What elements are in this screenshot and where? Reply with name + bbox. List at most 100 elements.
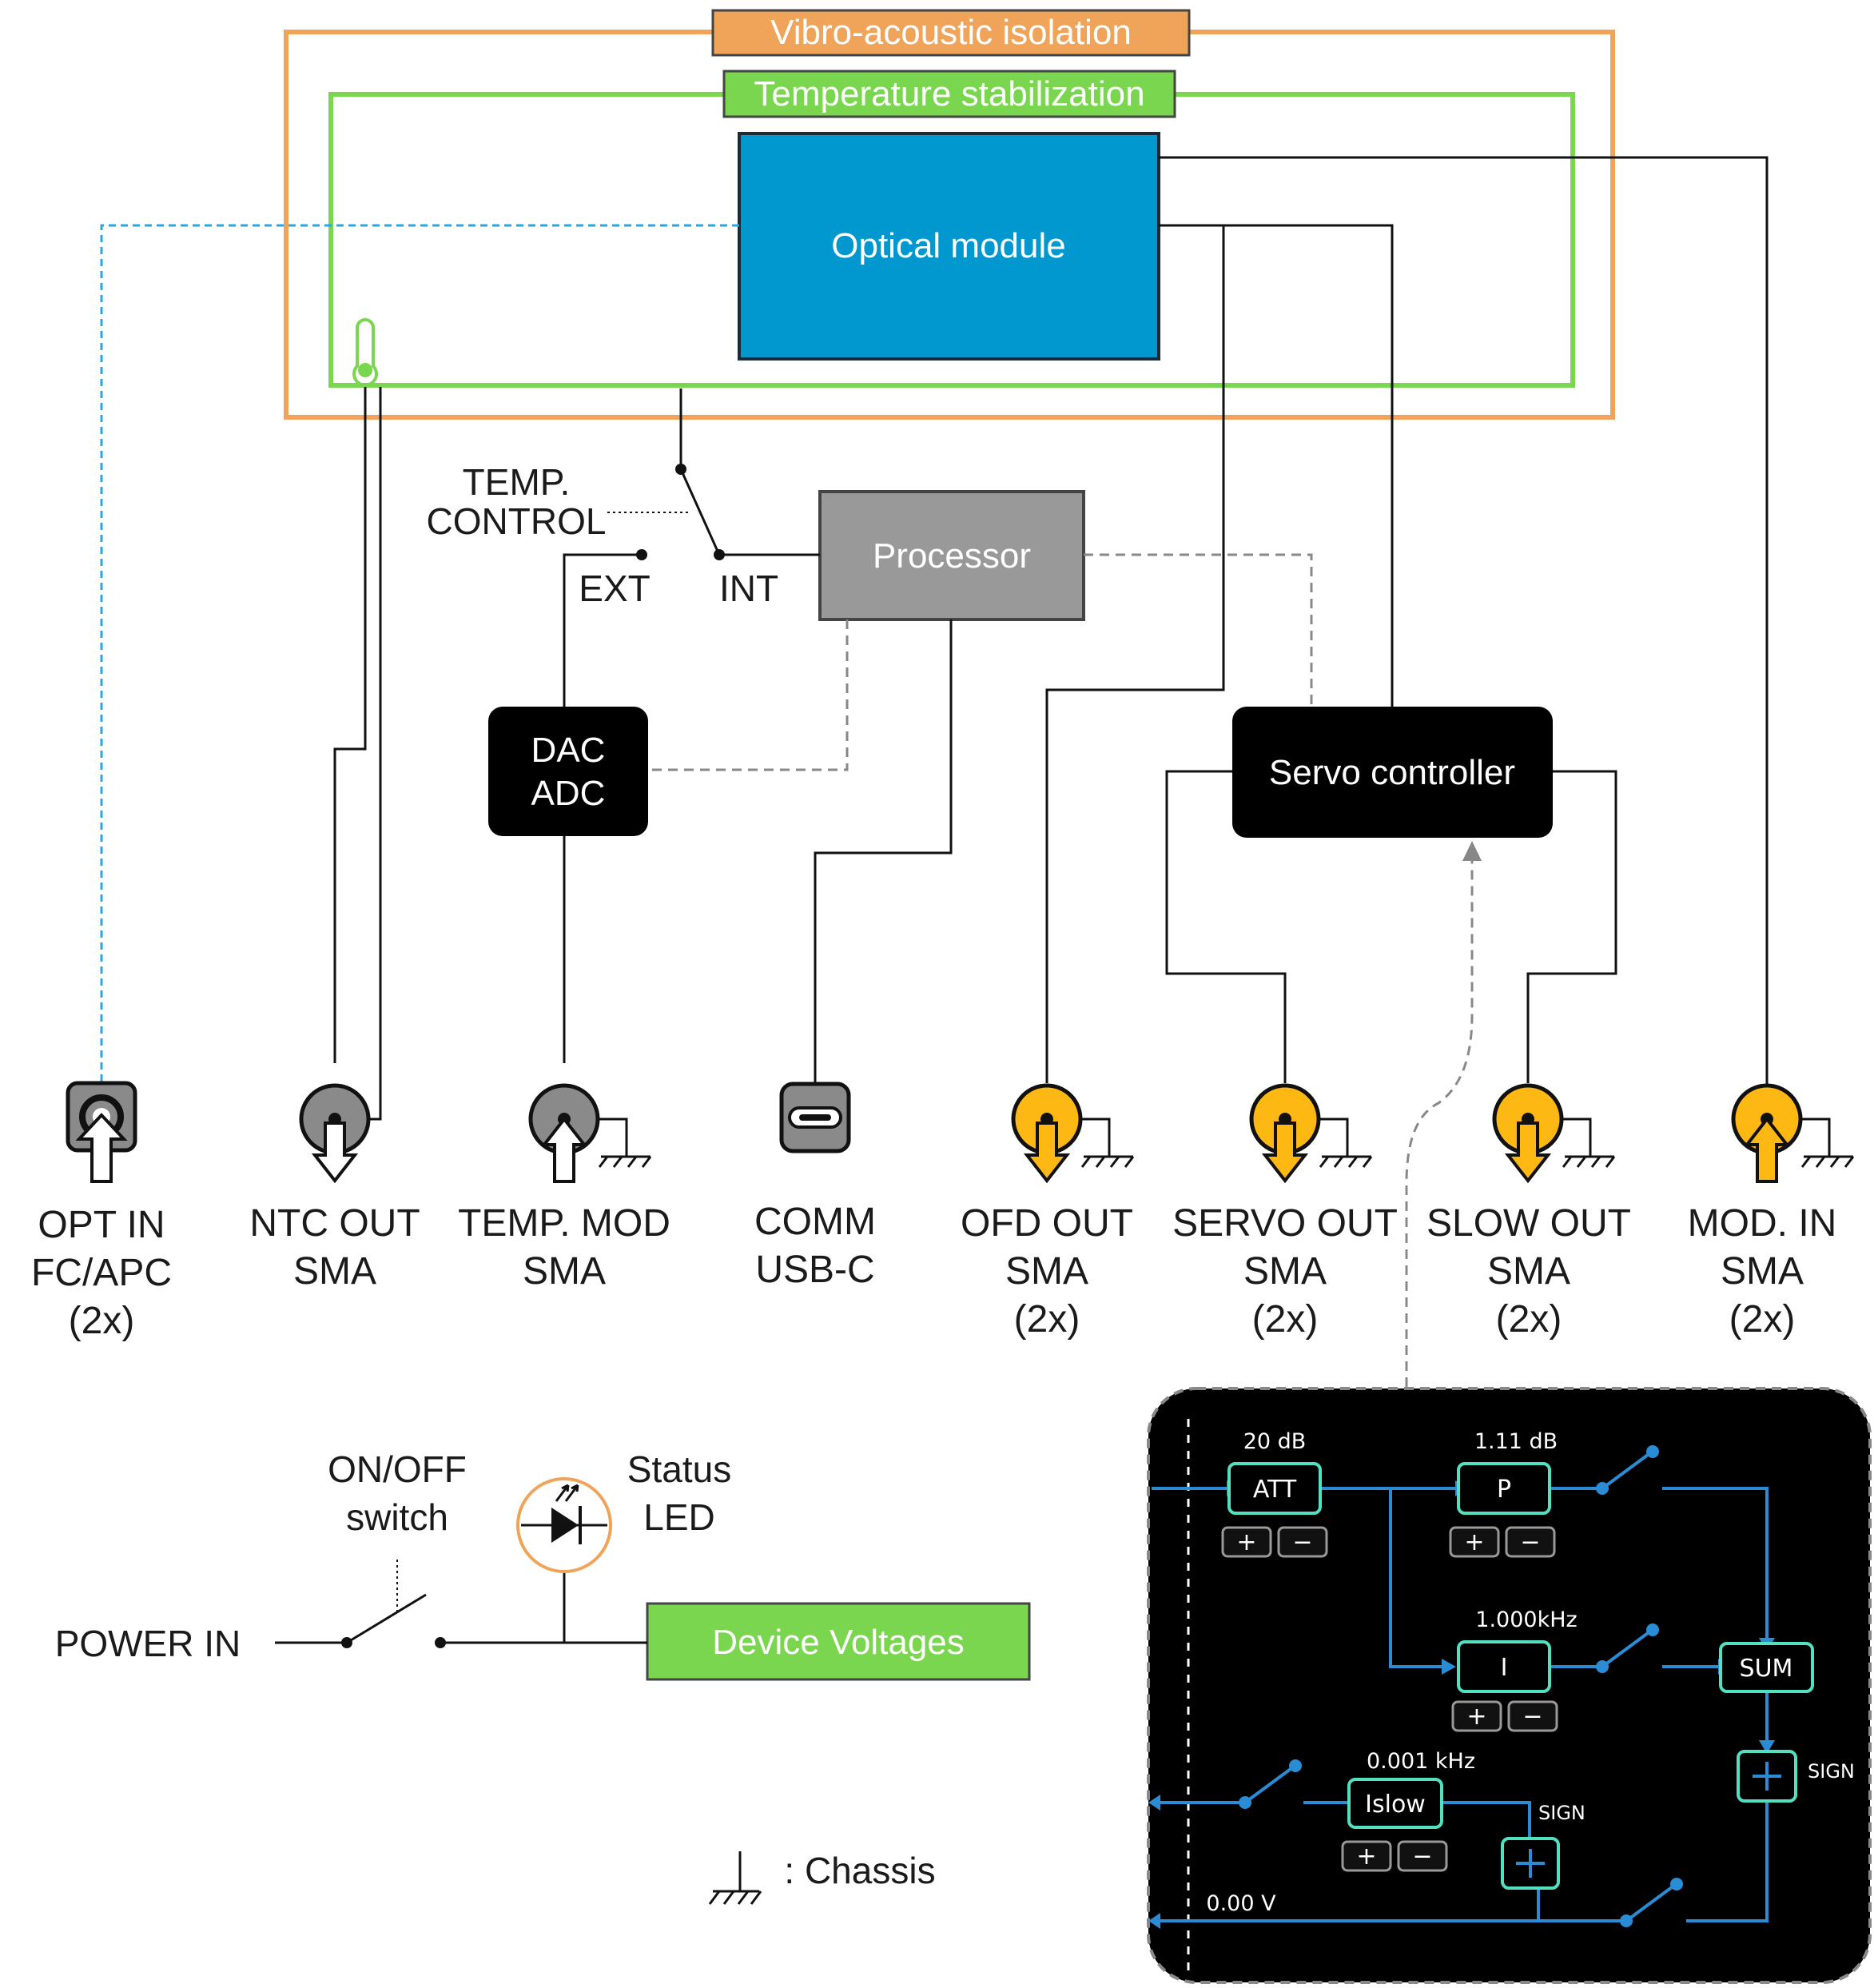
- slow-out-connector: [1492, 1083, 1616, 1184]
- ext-to-dac-wire: [563, 553, 642, 707]
- port-label-line: OPT IN: [38, 1204, 165, 1246]
- port-label-slow-out: SLOW OUT SMA (2x): [1426, 1202, 1631, 1341]
- port-label-line: (2x): [1252, 1298, 1319, 1341]
- islow-block[interactable]: [1347, 1778, 1443, 1829]
- servo-out-connector: [1249, 1083, 1373, 1184]
- port-label-comm: COMM USB-C: [754, 1201, 876, 1291]
- port-label-servo-out: SERVO OUT SMA (2x): [1172, 1202, 1398, 1341]
- plus-icon: [1516, 1849, 1545, 1878]
- dac-label: DAC: [531, 731, 606, 770]
- att-value: 20 dB: [1243, 1429, 1307, 1454]
- temp-control-label-line2: CONTROL: [427, 500, 607, 542]
- processor-servo-bus: [1084, 553, 1313, 707]
- port-label-line: (2x): [1014, 1298, 1080, 1341]
- panel-callout-line: [1405, 859, 1474, 1387]
- processor-block: [818, 490, 1085, 621]
- output-arrow-icon: [1504, 1121, 1552, 1184]
- ext-label: EXT: [579, 568, 650, 609]
- panel-callout-arrowhead: [1462, 841, 1482, 861]
- p-minus-button[interactable]: [1505, 1526, 1556, 1558]
- servo-controller-label: Servo controller: [1269, 753, 1515, 792]
- port-label-line: SMA: [1005, 1250, 1088, 1293]
- port-label-opt-in: OPT IN FC/APC (2x): [31, 1204, 172, 1342]
- temp-control-label-line1: TEMP.: [463, 461, 571, 503]
- att-block[interactable]: [1227, 1462, 1322, 1515]
- output-arrow-icon: [311, 1121, 359, 1184]
- chassis-ground-icon: [598, 1118, 652, 1168]
- opt-in-connector: [66, 1081, 137, 1183]
- i-block[interactable]: [1457, 1640, 1551, 1693]
- att-minus-button[interactable]: [1277, 1526, 1328, 1558]
- port-label-line: COMM: [754, 1201, 876, 1243]
- int-label: INT: [719, 568, 778, 609]
- p-plus-label: +: [1464, 1528, 1484, 1556]
- optical-modin-wire: [1159, 156, 1769, 1085]
- chassis-ground-icon: [1562, 1118, 1616, 1168]
- switch-blade: [679, 468, 721, 556]
- usb-c-connector: [779, 1082, 851, 1153]
- mod-in-connector: [1731, 1083, 1855, 1183]
- port-label-line: (2x): [69, 1300, 135, 1342]
- ntc-wire-b: [365, 387, 382, 1121]
- port-label-line: NTC OUT: [249, 1202, 420, 1245]
- onoff-label-line2: switch: [346, 1496, 448, 1538]
- i-label: I: [1501, 1654, 1508, 1682]
- voltage-readout: 0.00 V: [1206, 1891, 1276, 1916]
- led-label-line1: Status: [627, 1448, 731, 1490]
- p-minus-label: −: [1520, 1528, 1540, 1556]
- sum-block: [1719, 1642, 1814, 1693]
- servo-out-wire: [1165, 770, 1287, 1083]
- servo-panel: 20 dB ATT + − 1.11 dB P + − 1.000kHz I +…: [1147, 1387, 1872, 1984]
- islow-plus-label: +: [1356, 1843, 1376, 1870]
- port-label-ntc-out: NTC OUT SMA: [249, 1202, 420, 1293]
- plus-icon: [1753, 1762, 1781, 1791]
- i-value: 1.000kHz: [1475, 1608, 1577, 1632]
- ofd-out-connector: [1011, 1083, 1135, 1184]
- processor-usb-wire: [814, 620, 953, 1087]
- islow-plus-button[interactable]: [1341, 1840, 1392, 1872]
- optical-module-label: Optical module: [831, 226, 1065, 265]
- sign-label-bottom: SIGN: [1538, 1802, 1586, 1824]
- port-label-line: TEMP. MOD: [458, 1202, 670, 1245]
- port-label-line: SERVO OUT: [1172, 1202, 1398, 1245]
- temp-stabilization-label: Temperature stabilization: [754, 74, 1144, 114]
- vibro-isolation-label-box: [711, 9, 1191, 57]
- chassis-legend-label: : Chassis: [784, 1850, 935, 1891]
- port-label-line: SMA: [293, 1250, 376, 1293]
- fiber-line: [100, 224, 739, 1115]
- power-in-label: POWER IN: [55, 1623, 241, 1664]
- sign-label-top: SIGN: [1808, 1760, 1855, 1783]
- p-plus-button[interactable]: [1449, 1526, 1500, 1558]
- chassis-legend-icon: [708, 1851, 762, 1905]
- islow-label: Islow: [1365, 1791, 1426, 1819]
- chassis-ground-icon: [1319, 1118, 1373, 1168]
- i-plus-button[interactable]: [1451, 1700, 1502, 1732]
- power-switch-blade: [346, 1593, 427, 1644]
- islow-minus-button[interactable]: [1397, 1840, 1448, 1872]
- islow-value: 0.001 kHz: [1367, 1749, 1475, 1774]
- att-plus-button[interactable]: [1221, 1526, 1272, 1558]
- port-label-line: OFD OUT: [961, 1202, 1133, 1245]
- p-value: 1.11 dB: [1474, 1429, 1558, 1454]
- p-block[interactable]: [1457, 1462, 1551, 1515]
- p-label: P: [1497, 1476, 1511, 1504]
- port-label-temp-mod: TEMP. MOD SMA: [458, 1202, 670, 1293]
- input-arrow-icon: [1743, 1116, 1791, 1183]
- port-label-line: SMA: [1721, 1250, 1804, 1293]
- i-minus-button[interactable]: [1507, 1700, 1558, 1732]
- islow-minus-label: −: [1412, 1843, 1432, 1870]
- chassis-ground-icon: [1800, 1118, 1855, 1168]
- status-led-icon: [516, 1477, 612, 1573]
- optical-servo-wire: [1159, 224, 1394, 707]
- port-label-line: SMA: [523, 1250, 606, 1293]
- port-label-line: USB-C: [755, 1249, 874, 1291]
- input-arrow-icon: [540, 1116, 588, 1183]
- temp-stabilization-label-box: [722, 70, 1176, 118]
- port-label-mod-in: MOD. IN SMA (2x): [1688, 1202, 1837, 1341]
- att-minus-label: −: [1292, 1528, 1312, 1556]
- adc-label: ADC: [531, 774, 606, 813]
- slow-out-wire: [1526, 770, 1617, 1083]
- att-plus-label: +: [1236, 1528, 1256, 1556]
- output-arrow-icon: [1261, 1121, 1309, 1184]
